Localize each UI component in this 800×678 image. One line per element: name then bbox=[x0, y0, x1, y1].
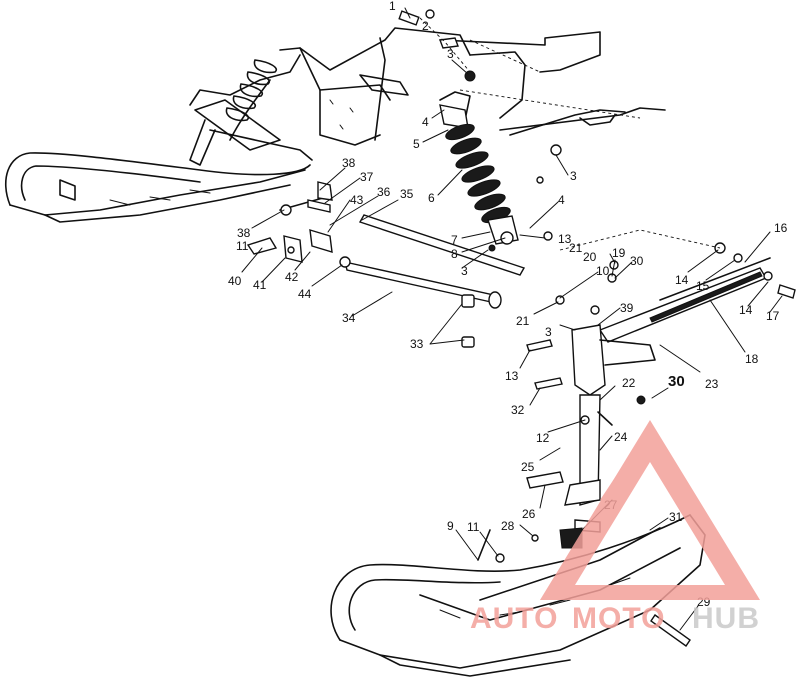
callout-37: 37 bbox=[360, 170, 374, 184]
callout-28: 28 bbox=[501, 519, 515, 533]
callout-15: 15 bbox=[696, 279, 710, 293]
callout-34: 34 bbox=[342, 311, 356, 325]
callout-23: 23 bbox=[705, 377, 719, 391]
callout-13: 13 bbox=[505, 369, 519, 383]
watermark-text-moto: MOTO bbox=[572, 602, 665, 635]
callout-1: 1 bbox=[389, 0, 396, 13]
rear-coil-spring bbox=[225, 59, 277, 122]
callout-21: 21 bbox=[516, 314, 530, 328]
callout-3: 3 bbox=[447, 47, 454, 61]
callout-30: 30 bbox=[630, 254, 644, 268]
callout-3: 3 bbox=[461, 264, 468, 278]
callout-4: 4 bbox=[422, 115, 429, 129]
callout-21: 21 bbox=[569, 241, 583, 255]
callout-2: 2 bbox=[422, 19, 429, 33]
callout-17: 17 bbox=[766, 309, 780, 323]
callout-38: 38 bbox=[342, 156, 356, 170]
callout-26: 26 bbox=[522, 507, 536, 521]
callout-44: 44 bbox=[298, 287, 312, 301]
rear-ski-assembly bbox=[5, 152, 311, 223]
callout-labels: 1 2 3 4 5 6 3 4 7 8 3 38 37 36 43 35 38 … bbox=[228, 0, 788, 609]
front-ski bbox=[330, 514, 706, 677]
callout-6: 6 bbox=[428, 191, 435, 205]
callout-9: 9 bbox=[447, 519, 454, 533]
callout-35: 35 bbox=[400, 187, 414, 201]
callout-42: 42 bbox=[285, 270, 299, 284]
callout-5: 5 bbox=[413, 137, 420, 151]
callout-30: 30 bbox=[668, 373, 685, 390]
callout-18: 18 bbox=[745, 352, 759, 366]
callout-38: 38 bbox=[237, 226, 251, 240]
cross-shafts bbox=[279, 195, 526, 348]
callout-36: 36 bbox=[377, 185, 391, 199]
watermark-logo: AUTO MOTO HUB bbox=[470, 420, 760, 635]
left-bracket-hardware bbox=[246, 181, 333, 263]
callout-22: 22 bbox=[622, 376, 636, 390]
watermark-text-hub: HUB bbox=[692, 602, 760, 635]
callout-40: 40 bbox=[228, 274, 242, 288]
callout-24: 24 bbox=[614, 430, 628, 444]
callout-25: 25 bbox=[521, 460, 535, 474]
callout-11: 11 bbox=[236, 239, 249, 253]
callout-33: 33 bbox=[410, 337, 424, 351]
callout-3: 3 bbox=[545, 325, 552, 339]
front-shock-absorber bbox=[439, 91, 519, 252]
watermark-triangle bbox=[540, 420, 760, 600]
callout-43: 43 bbox=[350, 193, 364, 207]
callout-12: 12 bbox=[536, 431, 550, 445]
rear-spring-assembly bbox=[189, 54, 313, 166]
callout-31: 31 bbox=[669, 510, 683, 524]
callout-14: 14 bbox=[739, 303, 753, 317]
callout-8: 8 bbox=[451, 247, 458, 261]
front-coil-spring bbox=[445, 123, 511, 224]
callout-20: 20 bbox=[583, 250, 597, 264]
callout-41: 41 bbox=[253, 278, 267, 292]
callout-39: 39 bbox=[620, 301, 634, 315]
callout-10: 10 bbox=[596, 264, 610, 278]
callout-19: 19 bbox=[612, 246, 626, 260]
leader-lines bbox=[241, 7, 783, 631]
callout-14: 14 bbox=[675, 273, 689, 287]
callout-32: 32 bbox=[511, 403, 525, 417]
callout-7: 7 bbox=[451, 233, 458, 247]
callout-11: 11 bbox=[467, 520, 480, 534]
watermark-text-auto: AUTO bbox=[470, 602, 558, 635]
callout-4: 4 bbox=[558, 193, 565, 207]
callout-16: 16 bbox=[774, 221, 788, 235]
callout-3: 3 bbox=[570, 169, 577, 183]
chassis-frame bbox=[279, 27, 666, 146]
ski-spindle bbox=[564, 305, 656, 506]
callout-13: 13 bbox=[558, 232, 572, 246]
